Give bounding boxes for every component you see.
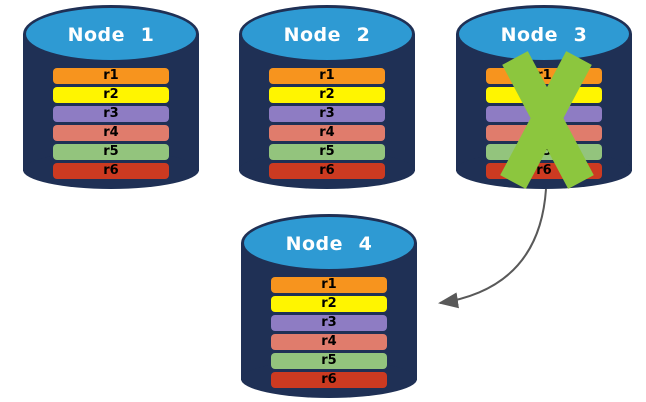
replica-row: r2 bbox=[53, 87, 169, 103]
replica-rows: r1 r2 r3 r4 r5 r6 bbox=[271, 277, 387, 388]
replica-rows: r1 r2 r3 r4 r5 r6 bbox=[269, 68, 385, 179]
cylinder-top: Node 4 bbox=[244, 217, 414, 269]
node-title: Node 2 bbox=[283, 24, 371, 46]
replica-row: r4 bbox=[53, 125, 169, 141]
replica-row: r3 bbox=[53, 106, 169, 122]
replica-row: r6 bbox=[53, 163, 169, 179]
replica-row: r6 bbox=[269, 163, 385, 179]
replica-row: r5 bbox=[271, 353, 387, 369]
replica-row: r3 bbox=[271, 315, 387, 331]
node-title: Node 4 bbox=[285, 233, 373, 255]
replica-row: r4 bbox=[271, 334, 387, 350]
replica-row: r5 bbox=[53, 144, 169, 160]
replica-row: r6 bbox=[271, 372, 387, 388]
cylinder-top: Node 1 bbox=[26, 8, 196, 60]
node-3: Node 3 r1 r2 r3 r4 r5 r6 bbox=[456, 5, 632, 189]
node-2: Node 2 r1 r2 r3 r4 r5 r6 bbox=[239, 5, 415, 189]
node-4: Node 4 r1 r2 r3 r4 r5 r6 bbox=[241, 214, 417, 398]
failure-x-icon bbox=[500, 51, 594, 189]
replica-row: r4 bbox=[269, 125, 385, 141]
replica-row: r2 bbox=[269, 87, 385, 103]
cylinder-top: Node 2 bbox=[242, 8, 412, 60]
node-title: Node 1 bbox=[67, 24, 155, 46]
cylinder-top: Node 3 bbox=[459, 8, 629, 60]
node-1: Node 1 r1 r2 r3 r4 r5 r6 bbox=[23, 5, 199, 189]
replica-row: r1 bbox=[53, 68, 169, 84]
replica-row: r2 bbox=[271, 296, 387, 312]
replica-row: r3 bbox=[269, 106, 385, 122]
node-title: Node 3 bbox=[500, 24, 588, 46]
replica-row: r1 bbox=[271, 277, 387, 293]
replica-row: r5 bbox=[269, 144, 385, 160]
replica-rows: r1 r2 r3 r4 r5 r6 bbox=[53, 68, 169, 179]
replica-row: r1 bbox=[269, 68, 385, 84]
